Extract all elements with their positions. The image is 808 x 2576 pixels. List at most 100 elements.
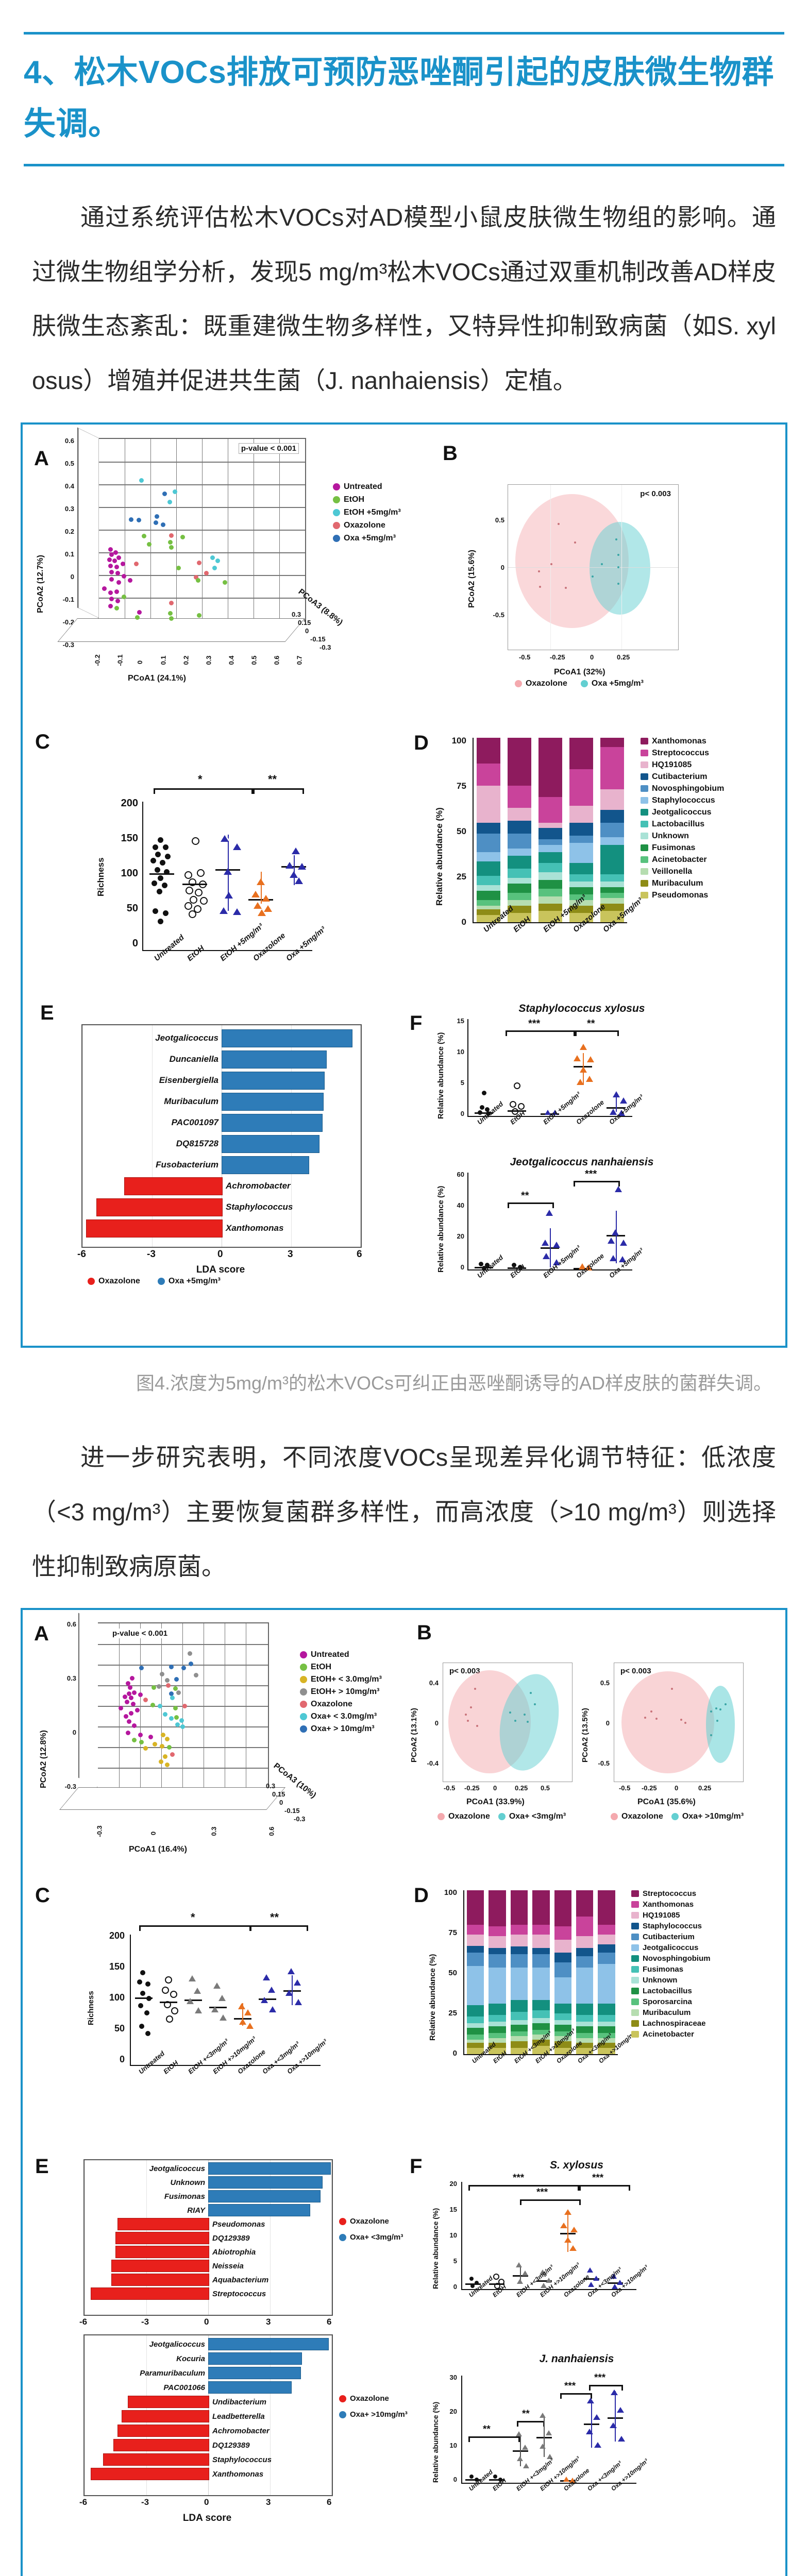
figure5-panel-b: B PCoA2 (13.1%) 0.4 0 -0.4 p< 0.003 <box>409 1621 744 1821</box>
sample-point <box>591 575 594 578</box>
legend-item: Oxa +5mg/m³ <box>157 1277 221 1286</box>
sig-bracket <box>249 1925 308 1931</box>
sig-star: *** <box>512 2173 525 2184</box>
figure-4-caption: 图4.浓度为5mg/m³的松木VOCs可纠正由恶唑酮诱导的AD样皮肤的菌群失调。 <box>136 1372 772 1394</box>
figure4-panel-e-legend: Oxazolone Oxa +5mg/m³ <box>88 1277 221 1286</box>
lda-bar-label: Staphylococcus <box>226 1201 293 1212</box>
legend-item: Oxazolone <box>437 1812 490 1821</box>
figure4-panel-f-chart1-title: Staphylococcus xylosus <box>518 1002 645 1014</box>
figure4-panel-a-label: A <box>34 447 49 470</box>
lda-bar-label: Unknown <box>170 2178 206 2188</box>
sample-point <box>557 522 560 525</box>
lda-bar-label: Aquabacterium <box>212 2276 269 2285</box>
legend-swatch <box>300 1713 307 1721</box>
figure4-panel-e-label: E <box>40 1001 54 1024</box>
stacked-bar <box>489 1890 506 2055</box>
lda-bar-negative <box>86 1219 223 1238</box>
sample-point <box>550 563 552 565</box>
sample-point <box>615 538 617 540</box>
legend-item: Cutibacterium <box>640 772 724 782</box>
figure4-panel-a-yticks: 0.6 0.5 0.4 0.3 0.2 0.1 0 -0.1 -0.2 -0.3 <box>62 436 74 649</box>
legend-swatch <box>640 773 648 781</box>
sig-bracket <box>560 2393 592 2399</box>
figure4-panel-f-chart2-title: Jeotgalicoccus nanhaiensis <box>510 1156 654 1168</box>
figure5-panel-e-chart1-plot: Jeotgalicoccus Unknown Fusimonas RIAY Ps… <box>83 2159 333 2316</box>
sample-point <box>617 582 619 585</box>
figure4-panel-e-plot: Jeotgalicoccus Duncaniella Eisenbergiell… <box>81 1024 362 1248</box>
figure5-panel-b-label: B <box>416 1621 432 1645</box>
figure4-panel-e-xlabel: LDA score <box>196 1264 245 1275</box>
sig-star: * <box>198 772 203 786</box>
stacked-bar <box>466 1890 484 2055</box>
legend-swatch <box>333 534 340 542</box>
figure4-panel-a-xticks: -0.2 -0.1 0 0.1 0.2 0.3 0.4 0.5 0.6 0.7 <box>93 654 304 666</box>
sample-point <box>600 563 603 565</box>
sig-bracket <box>139 1925 251 1931</box>
lda-bar-positive <box>208 2176 323 2189</box>
legend-swatch <box>640 856 648 863</box>
legend-swatch <box>640 833 648 840</box>
figure-5-container: A PCoA2 (12.8%) 0.6 0.3 0 -0.3 <box>21 1608 787 2576</box>
lda-bar-label: Neisseia <box>212 2262 244 2271</box>
legend-item: Unknown <box>640 832 724 841</box>
legend-item: Untreated <box>300 1650 382 1659</box>
lda-bar-positive <box>208 2381 292 2394</box>
legend-item: Oxazolone <box>333 521 401 530</box>
legend-item: Cutibacterium <box>631 1933 711 1941</box>
lda-bar-label: DQ129389 <box>212 2441 250 2450</box>
sig-bracket <box>154 788 255 794</box>
legend-swatch <box>631 2031 639 2038</box>
figure4-panel-c-yticks: 200 150 100 50 0 <box>121 797 138 949</box>
lda-bar-positive <box>222 1134 319 1153</box>
stacked-bar <box>532 1890 550 2055</box>
legend-swatch <box>437 1813 445 1821</box>
sample-point <box>724 1703 727 1706</box>
legend-item: Oxazolone <box>300 1700 382 1709</box>
figure4-panel-d-legend: Xanthomonas Streptococcus HQ191085 Cutib… <box>640 737 724 900</box>
figure5-panel-e-chart2-legend: Oxazolone Oxa+ >10mg/m³ <box>339 2394 408 2419</box>
figure5-panel-a: A PCoA2 (12.8%) 0.6 0.3 0 -0.3 <box>30 1613 407 1866</box>
lda-bar-label: Jeotgalicoccus <box>149 2164 205 2174</box>
legend-item: Xanthomonas <box>640 737 724 746</box>
legend-item: Novosphingobium <box>631 1954 711 1963</box>
sample-point <box>564 586 567 589</box>
paragraph-2-text: 进一步研究表明，不同浓度VOCs呈现差异化调节特征：低浓度（<3 mg/m³）主… <box>32 1444 776 1580</box>
legend-item: Staphylococcus <box>640 796 724 805</box>
legend-item: EtOH+ > 10mg/m³ <box>300 1687 382 1697</box>
lda-bar-positive <box>222 1050 327 1069</box>
legend-swatch <box>631 1977 639 1984</box>
figure4-panel-a-legend: Untreated EtOH EtOH +5mg/m³ Oxazolone Ox… <box>333 482 401 543</box>
lda-bar-label: Jeotgalicoccus <box>149 2340 205 2349</box>
figure5-panel-d: D Relative abundance (%) 100 75 50 25 0 <box>407 1881 778 2139</box>
figure5-panel-d-plot <box>463 1890 618 2056</box>
figure5-panel-a-pvalue: p-value < 0.001 <box>110 1629 170 1639</box>
legend-swatch <box>640 738 648 745</box>
legend-item: Fusimonas <box>640 843 724 853</box>
legend-swatch <box>300 1676 307 1684</box>
legend-swatch <box>339 2233 346 2241</box>
lda-bar-label: Fusobacterium <box>156 1159 218 1170</box>
figure5-panel-c-yticks: 200 150 100 50 0 <box>109 1930 125 2065</box>
legend-swatch <box>631 1944 639 1952</box>
lda-bar-label: PAC001066 <box>163 2383 205 2393</box>
lda-bar-positive <box>208 2352 302 2365</box>
lda-bar-negative <box>115 2246 209 2259</box>
figure5-panel-a-ylabel: PCoA2 (12.8%) <box>39 1730 48 1789</box>
sig-bracket <box>577 2185 630 2191</box>
sample-point <box>710 1734 712 1737</box>
body-paragraph-2: 进一步研究表明，不同浓度VOCs呈现差异化调节特征：低浓度（<3 mg/m³）主… <box>0 1430 808 1594</box>
legend-swatch <box>631 1966 639 1973</box>
legend-swatch <box>640 868 648 875</box>
figure5-panel-e-chart2-plot: Jeotgalicoccus Kocuria Paramuribaculum P… <box>83 2334 333 2497</box>
figure4-panel-a-ylabel: PCoA2 (12.7%) <box>36 554 45 613</box>
figure4-panel-d: D Relative abundance (%) 100 75 50 25 0 <box>407 711 778 979</box>
sample-point <box>523 1714 526 1716</box>
sample-point <box>650 1710 652 1713</box>
figure4-panel-c-ylabel: Richness <box>96 857 106 896</box>
sample-point <box>538 585 541 588</box>
lda-bar-label: Kocuria <box>176 2354 205 2364</box>
legend-item: Acinetobacter <box>631 2030 711 2039</box>
sample-point <box>684 1722 686 1724</box>
legend-swatch <box>300 1701 307 1708</box>
figure-4-container: A PCoA2 (12.7%) 0.6 0.5 0.4 0.3 0.2 0.1 … <box>21 422 787 1348</box>
